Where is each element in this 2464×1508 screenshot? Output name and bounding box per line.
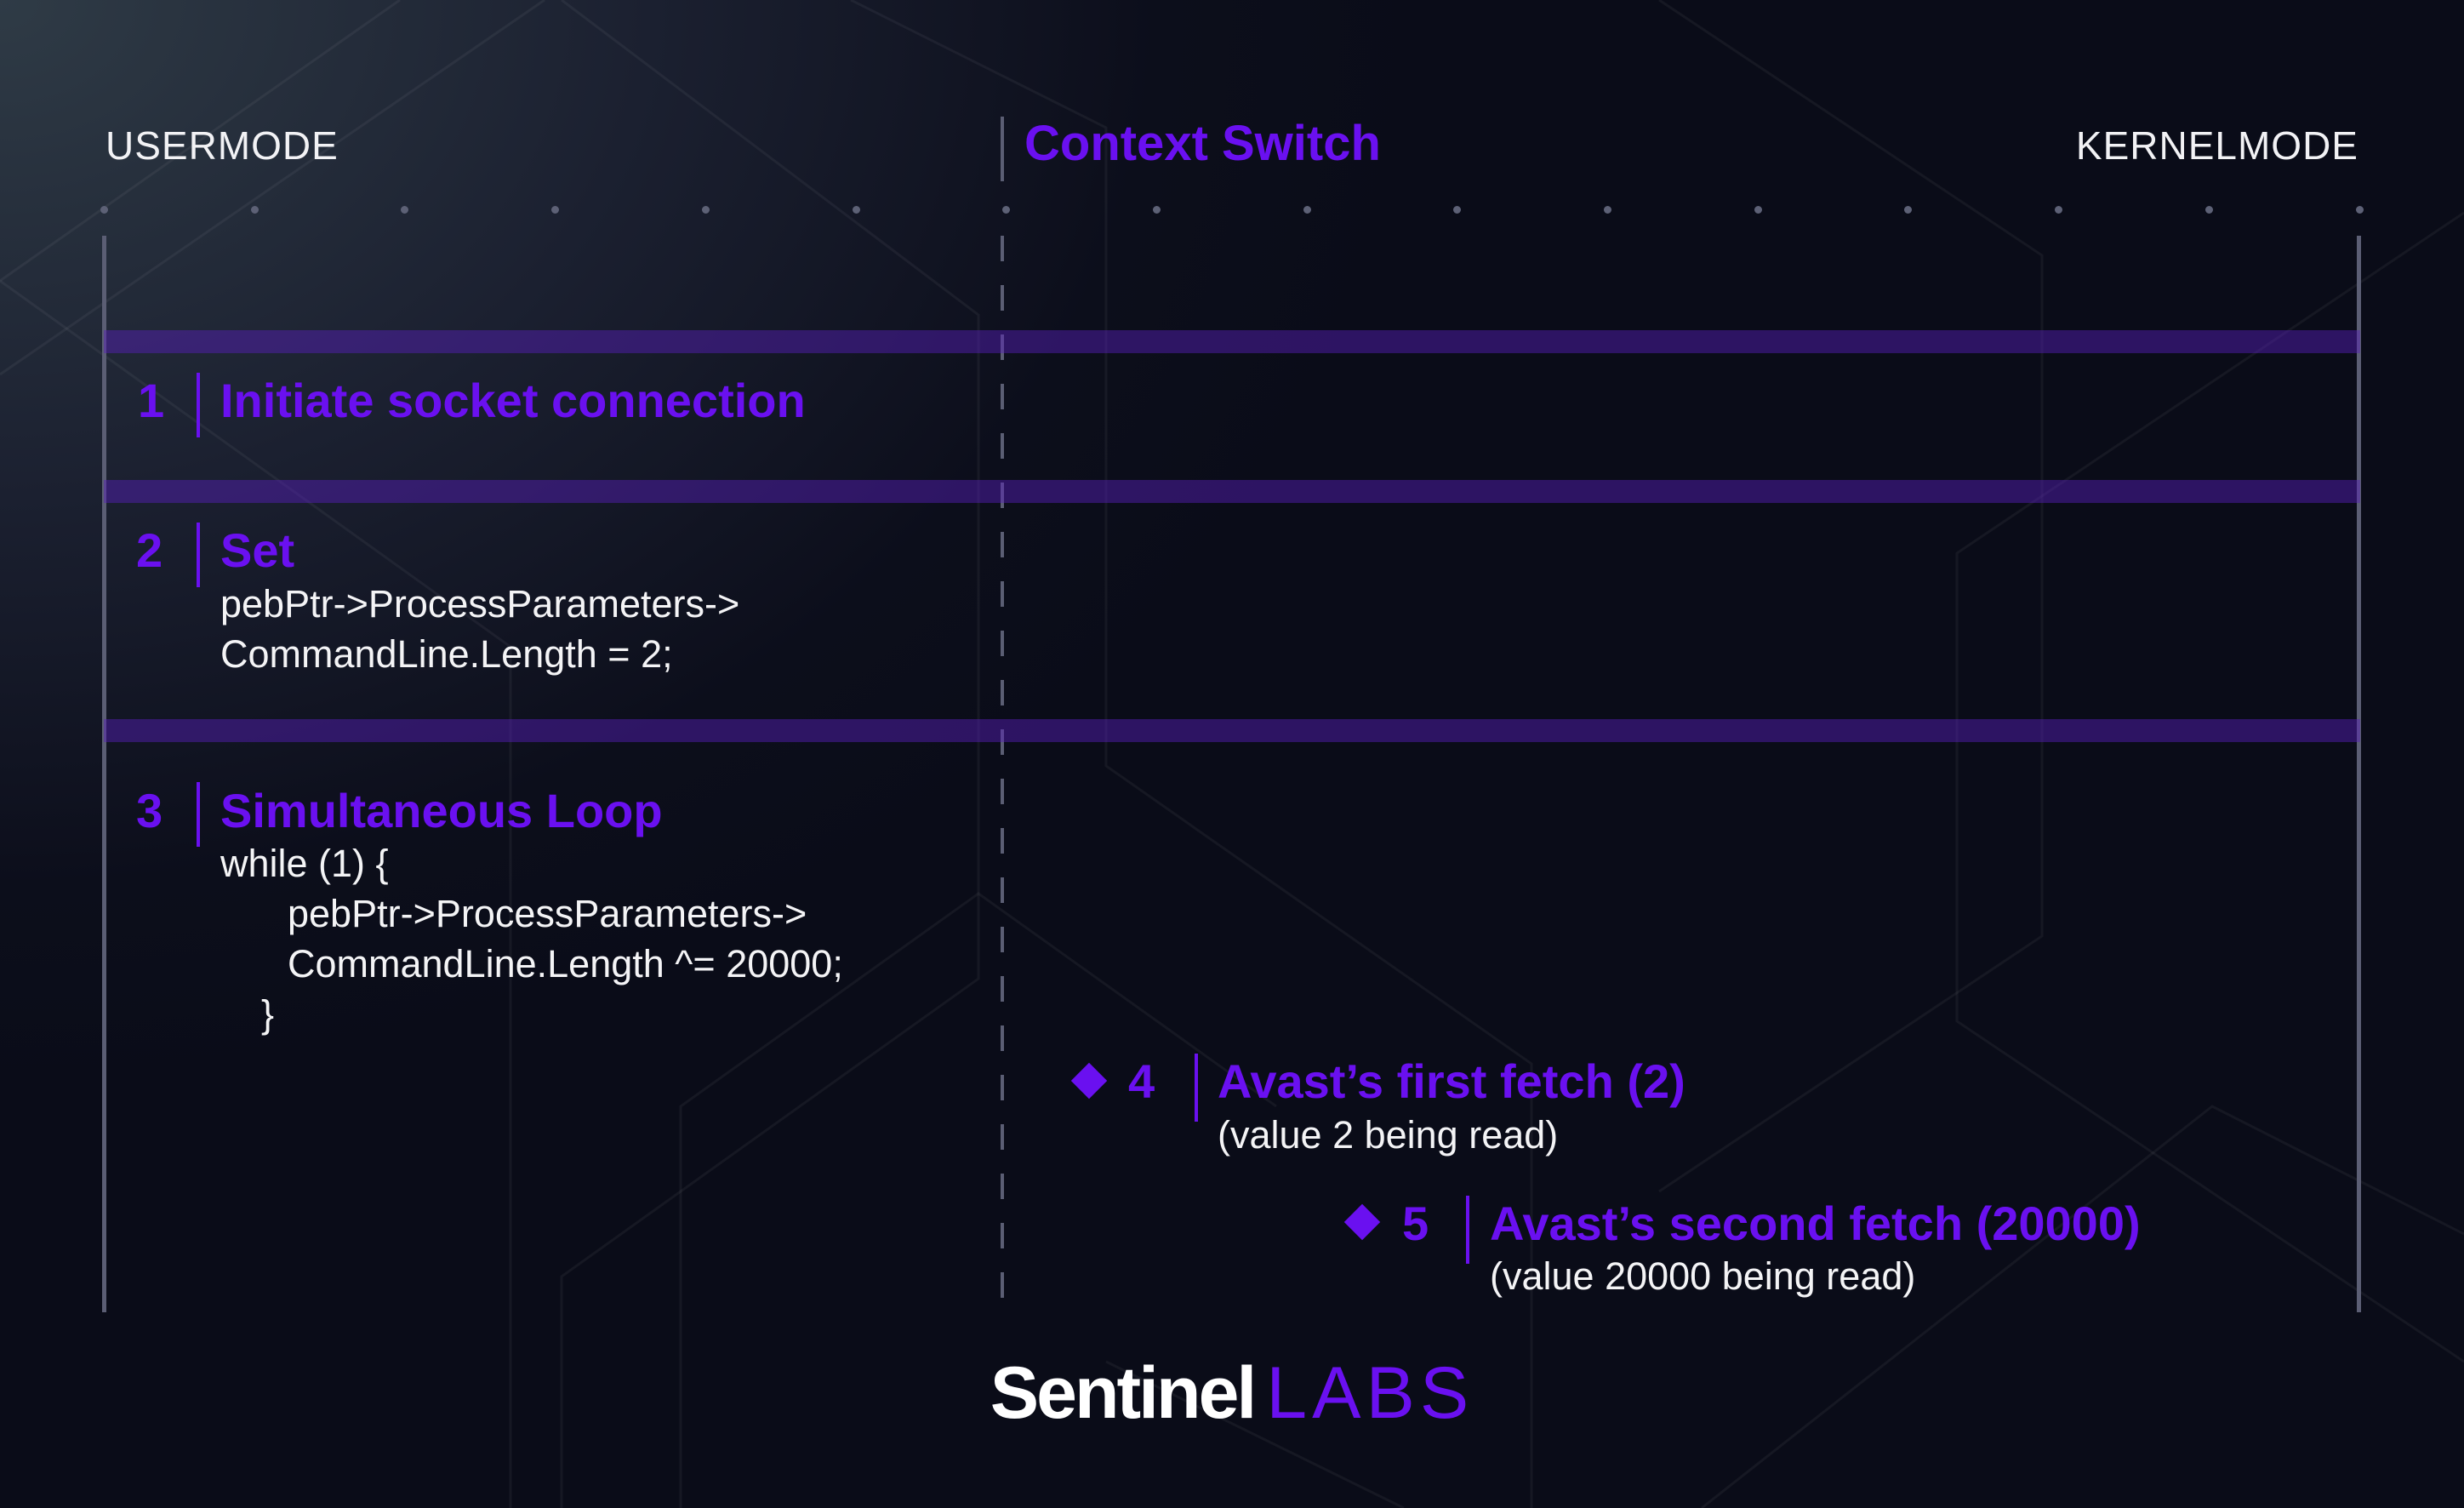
timeline-dot xyxy=(2355,206,2364,214)
code-line: pebPtr->ProcessParameters-> xyxy=(288,892,807,935)
separator-band xyxy=(104,480,2360,503)
code-line: } xyxy=(261,992,275,1036)
step-subtitle: (value 20000 being read) xyxy=(1490,1254,1916,1298)
step-title: Initiate socket connection xyxy=(220,374,806,427)
timeline-dot xyxy=(1002,206,1011,214)
timeline-dot xyxy=(1904,206,1913,214)
separator-band xyxy=(104,719,2360,742)
step-subtitle: (value 2 being read) xyxy=(1218,1113,1559,1157)
step-divider xyxy=(1195,1054,1198,1122)
context-switch-label: Context Switch xyxy=(1024,116,1381,171)
step-divider xyxy=(197,782,200,847)
timeline-dot xyxy=(401,206,409,214)
step-divider xyxy=(1466,1196,1469,1264)
step-divider xyxy=(197,373,200,437)
code-line: while (1) { xyxy=(220,842,389,885)
usermode-label: USERMODE xyxy=(106,123,339,168)
timeline-dot xyxy=(1303,206,1311,214)
code-line: CommandLine.Length = 2; xyxy=(220,632,673,676)
timeline-dot xyxy=(2204,206,2213,214)
step-number: 2 xyxy=(136,523,163,577)
usermode-line xyxy=(102,236,106,1312)
timeline-dot xyxy=(852,206,860,214)
timeline-dot xyxy=(1152,206,1161,214)
timeline-dot xyxy=(1754,206,1762,214)
step-title: Simultaneous Loop xyxy=(220,784,663,837)
step-number: 1 xyxy=(138,374,165,427)
step-title: Avast’s second fetch (20000) xyxy=(1490,1197,2141,1250)
code-line: pebPtr->ProcessParameters-> xyxy=(220,582,740,625)
timeline-dot xyxy=(701,206,710,214)
separator-band xyxy=(104,330,2360,353)
timeline-dot xyxy=(250,206,259,214)
step-title: Set xyxy=(220,523,295,577)
kernelmode-line xyxy=(2357,236,2361,1312)
step-number: 4 xyxy=(1128,1054,1155,1108)
step-title: Avast’s first fetch (2) xyxy=(1218,1054,1685,1108)
context-switch-dashed-line xyxy=(1001,236,1004,1312)
timeline-dot xyxy=(2055,206,2063,214)
timeline-dot xyxy=(100,206,108,214)
code-line: CommandLine.Length ^= 20000; xyxy=(288,942,843,985)
step-divider xyxy=(197,523,200,587)
context-switch-marker xyxy=(1001,117,1004,181)
logo-labs: LABS xyxy=(1266,1352,1474,1434)
step-number: 3 xyxy=(136,784,163,837)
timeline-dot xyxy=(1453,206,1462,214)
logo-sentinel: Sentinel xyxy=(990,1352,1258,1434)
timeline-dot xyxy=(1604,206,1611,214)
step-number: 5 xyxy=(1402,1197,1429,1250)
kernelmode-label: KERNELMODE xyxy=(2075,123,2358,168)
timeline-dot xyxy=(551,206,560,214)
